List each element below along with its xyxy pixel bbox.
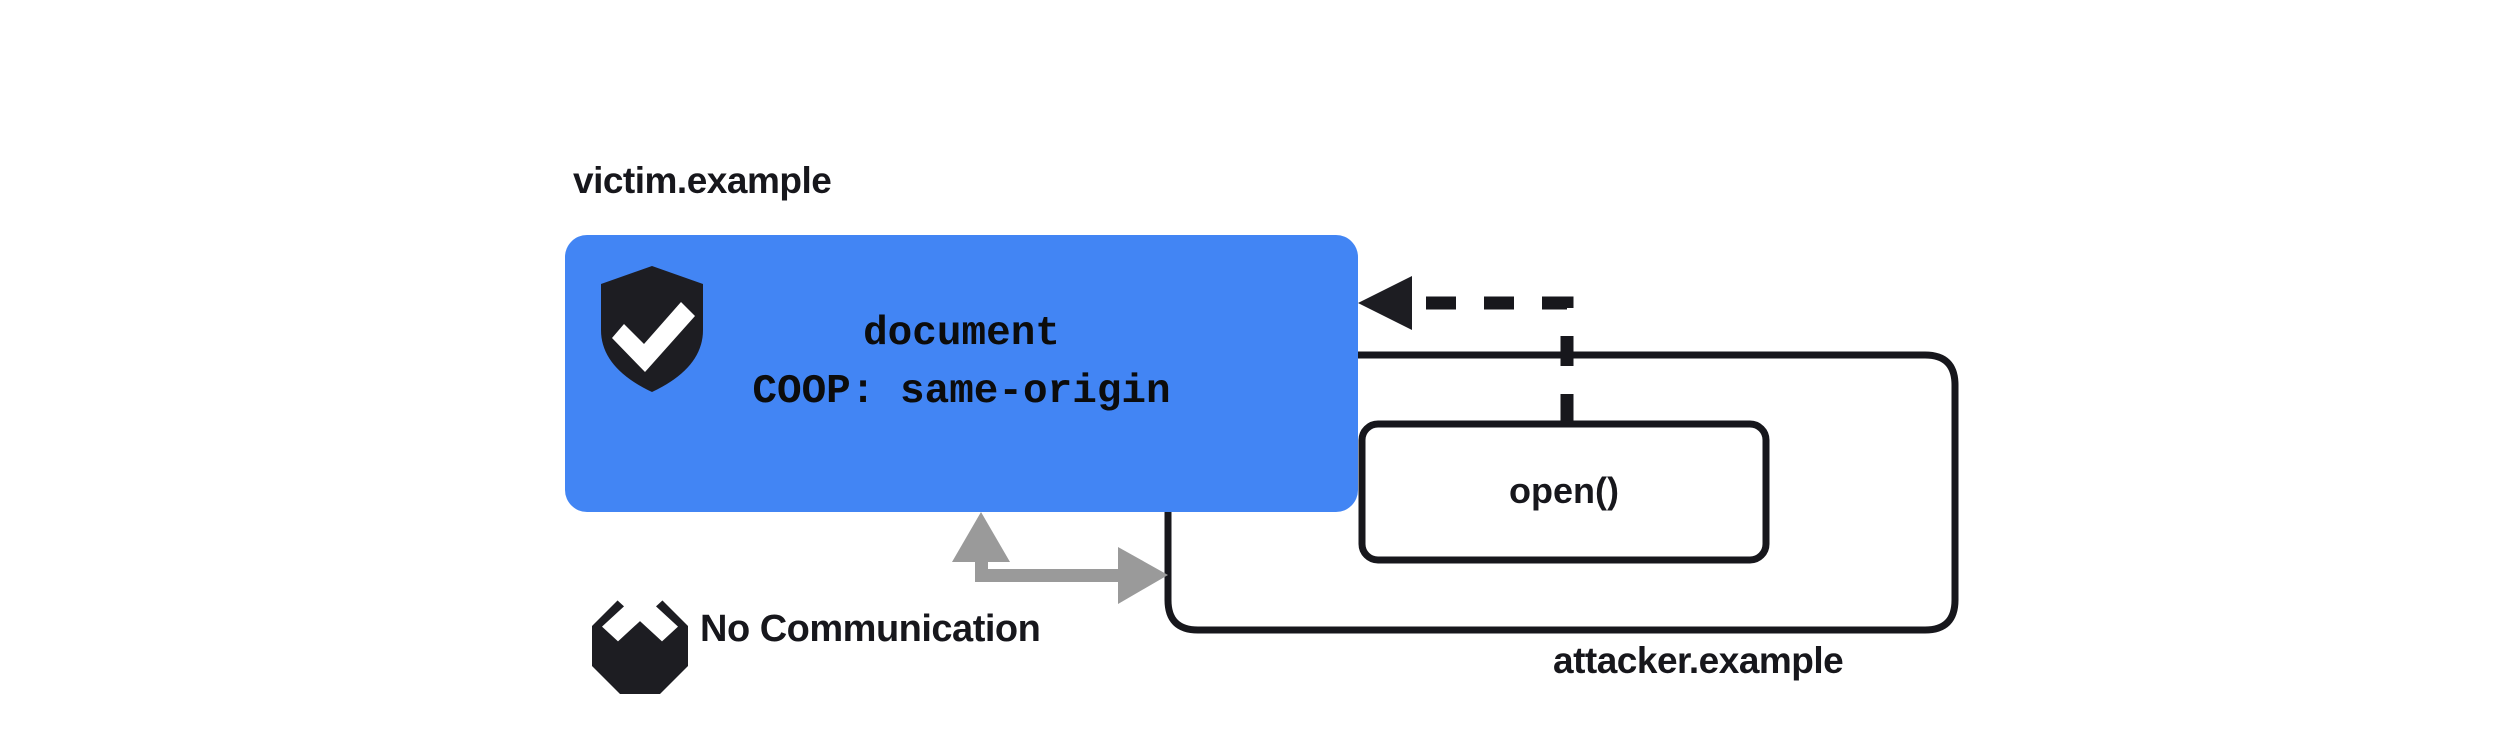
attacker-container-outline	[1164, 351, 1959, 634]
open-call-label: open()	[1509, 470, 1619, 511]
octagon-x-icon	[592, 571, 688, 694]
document-label: document	[863, 311, 1060, 357]
open-call-box	[1358, 420, 1770, 564]
shield-check-icon	[601, 266, 703, 392]
no-communication-arrow	[952, 512, 1168, 604]
open-call-dashed-arrow	[1358, 276, 1574, 424]
no-communication-label: No Communication	[700, 608, 1041, 650]
attacker-origin-label: attacker.example	[1553, 640, 1844, 681]
victim-origin-label: victim.example	[573, 160, 832, 201]
victim-document-box	[565, 235, 1358, 512]
coop-header-label: COOP: same-origin	[752, 369, 1171, 415]
